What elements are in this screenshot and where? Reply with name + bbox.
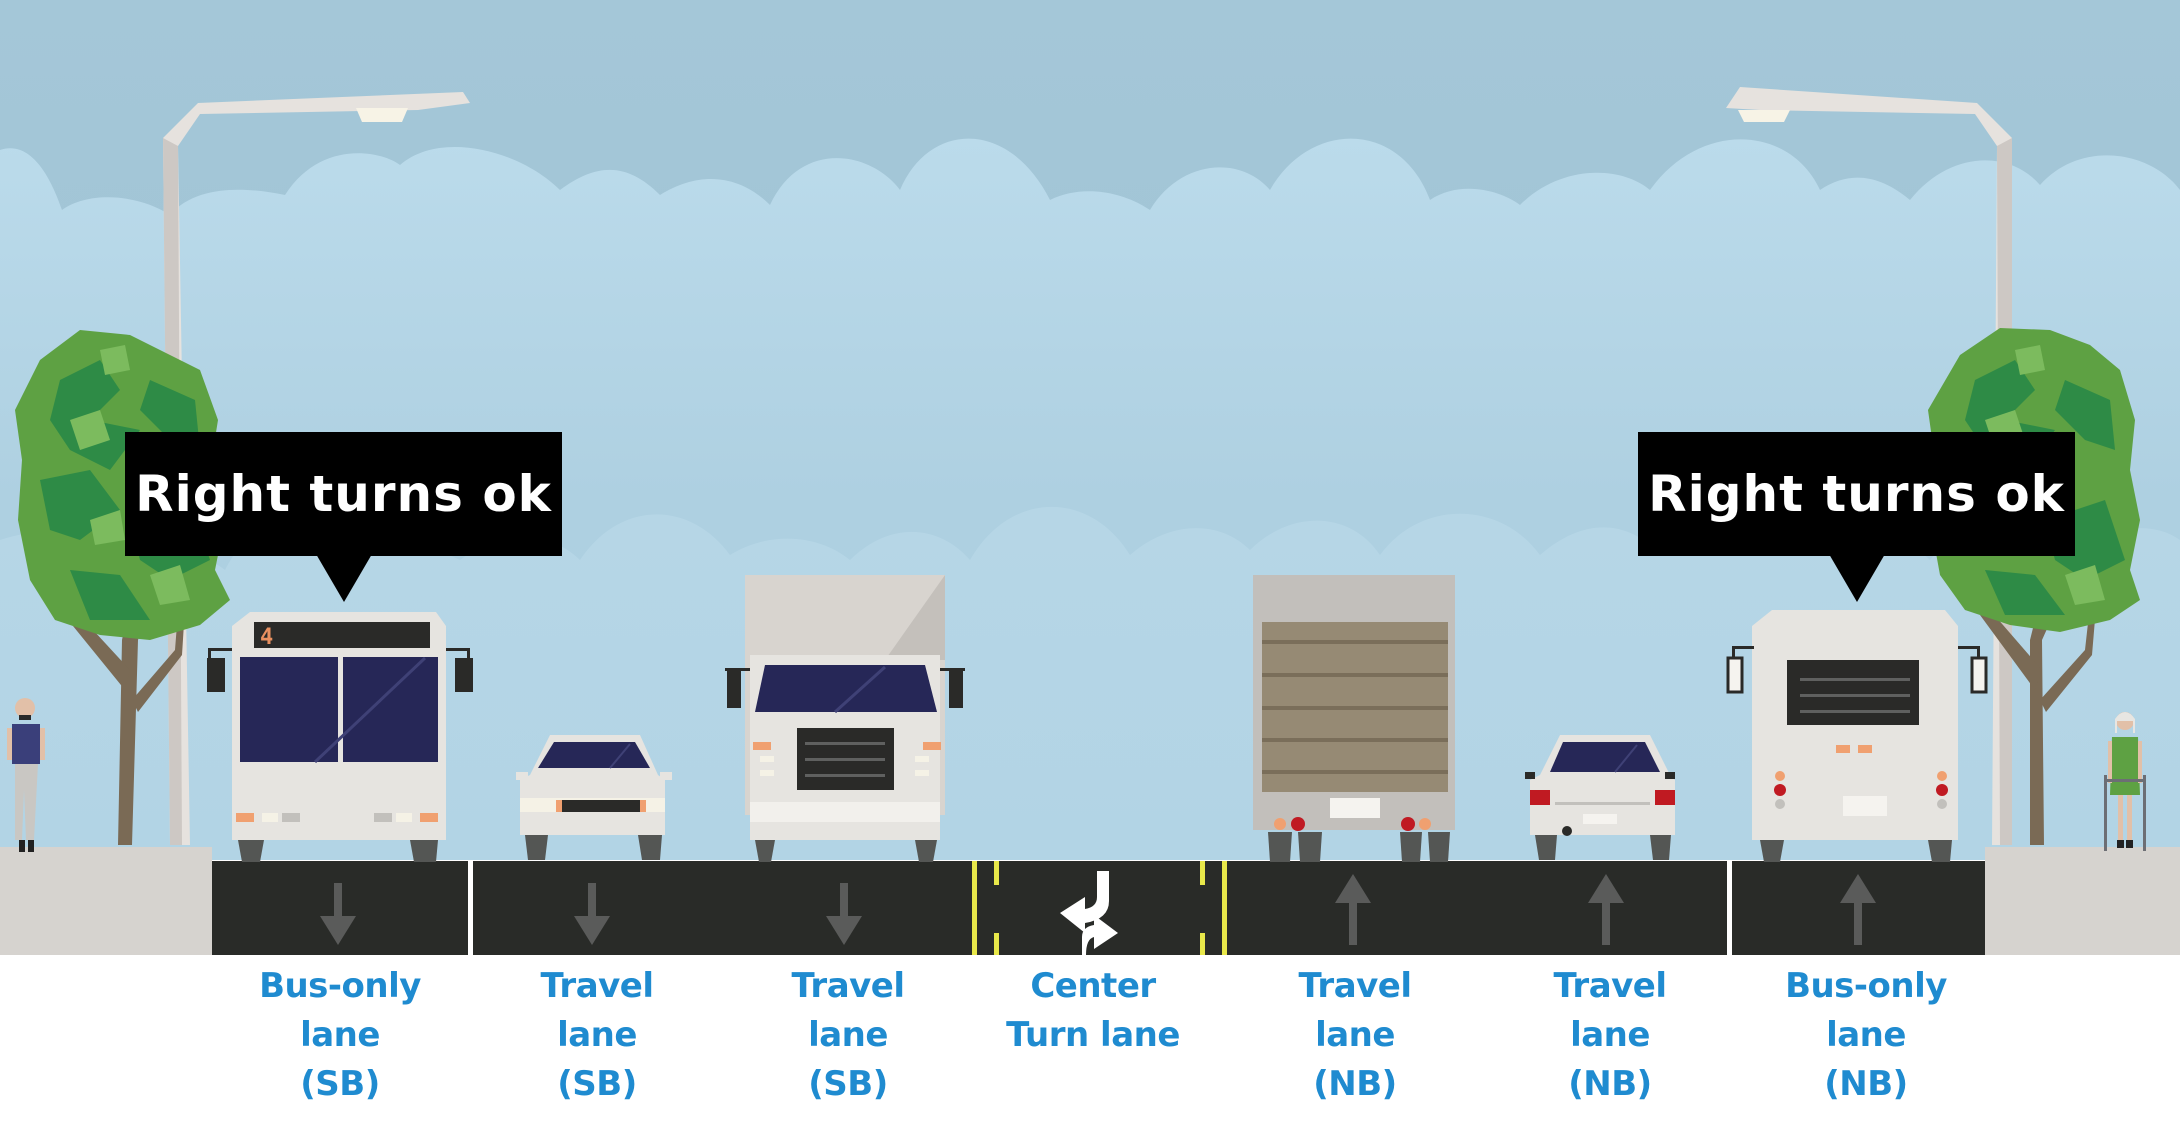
truck-rear-nb [1253,575,1455,862]
bus-front-sb: 4 [207,612,473,862]
arrow-down-icon [574,883,610,945]
arrow-up-icon [1588,874,1624,945]
arrow-up-icon [1335,874,1371,945]
lane-direction-arrows [320,874,1876,945]
arrow-down-icon [320,883,356,945]
arrow-up-icon [1840,874,1876,945]
lane-label-travel-nb-1: Travel lane (NB) [1298,966,1412,1104]
arrow-down-icon [826,883,862,945]
lane-label-bus-only-sb: Bus-only lane (SB) [259,966,421,1104]
car-rear-nb [1525,735,1675,860]
lane-label-center-turn: Center Turn lane [1006,966,1180,1055]
lane-label-travel-sb-1: Travel lane (SB) [540,966,654,1104]
sidewalk-right [1985,847,2180,955]
center-turn-lane-markings [972,861,1227,955]
lane-divider-bus-sb [468,861,473,955]
truck-front-sb [725,575,965,862]
lane-label-bus-only-nb: Bus-only lane (NB) [1785,966,1947,1104]
bus-rear-nb [1726,610,1988,862]
callout-text: Right turns ok [1648,465,2065,523]
bus-route-number: 4 [260,625,273,650]
car-front-sb [516,735,672,860]
callout-text: Right turns ok [135,465,552,523]
sidewalk-left [0,847,212,955]
two-way-turn-arrow-icon [1060,871,1118,955]
pedestrian-left [7,698,45,852]
pedestrian-right-with-walker [2104,712,2146,851]
lane-divider-bus-nb [1727,861,1732,955]
callout-right-turns-ok-sb: Right turns ok [125,432,562,556]
lane-label-travel-sb-2: Travel lane (SB) [791,966,905,1104]
callout-right-turns-ok-nb: Right turns ok [1638,432,2075,556]
lane-label-travel-nb-2: Travel lane (NB) [1553,966,1667,1104]
